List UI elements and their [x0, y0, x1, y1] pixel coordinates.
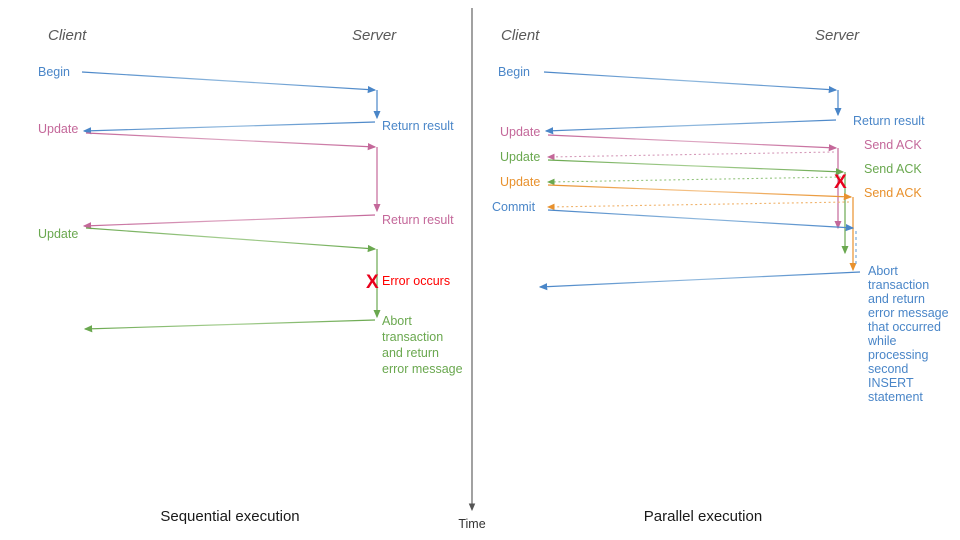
- left-client-lane-title: Client: [48, 27, 87, 44]
- right-abort-line-7: second: [868, 362, 908, 376]
- left-client-msg-2: Update: [38, 227, 78, 241]
- right-abort-line-9: statement: [868, 390, 923, 404]
- right-client-msg-2: Update: [500, 150, 540, 164]
- right-flow-commit: [538, 209, 861, 291]
- right-panel: Client Server: [492, 27, 949, 525]
- left-error-label: Error occurs: [382, 274, 450, 288]
- time-axis-label: Time: [458, 517, 485, 531]
- left-abort-line-1: transaction: [382, 330, 443, 344]
- right-abort-line-6: processing: [868, 348, 928, 362]
- left-server-lane-title: Server: [352, 27, 397, 44]
- right-server-msg-3: Send ACK: [864, 186, 922, 200]
- right-abort-line-3: error message: [868, 306, 949, 320]
- right-client-msg-3: Update: [500, 175, 540, 189]
- left-flow-begin: [81, 71, 381, 135]
- right-client-msg-1: Update: [500, 125, 540, 139]
- right-abort-line-2: and return: [868, 292, 925, 306]
- left-panel-caption: Sequential execution: [160, 508, 299, 525]
- right-abort-line-4: that occurred: [868, 320, 941, 334]
- right-server-msg-1: Send ACK: [864, 138, 922, 152]
- right-flow-update-green: [546, 159, 849, 255]
- right-flow-begin: [543, 71, 842, 135]
- left-error-x-icon: X: [366, 272, 379, 293]
- right-panel-caption: Parallel execution: [644, 508, 762, 525]
- right-client-msg-0: Begin: [498, 65, 530, 79]
- right-server-msg-2: Send ACK: [864, 162, 922, 176]
- left-panel: Client Server Begin Update Update Return…: [38, 27, 463, 525]
- right-client-lane-title: Client: [501, 27, 540, 44]
- right-flow-update-orange: [546, 184, 857, 272]
- left-abort-line-0: Abort: [382, 314, 412, 328]
- right-abort-line-1: transaction: [868, 278, 929, 292]
- right-client-msg-4: Commit: [492, 200, 536, 214]
- left-flow-update-2: [83, 227, 381, 333]
- left-server-msg-1: Return result: [382, 213, 454, 227]
- right-abort-message: Abort transaction and return error messa…: [867, 264, 949, 404]
- right-abort-line-0: Abort: [868, 264, 898, 278]
- right-error-x-icon: X: [834, 172, 847, 193]
- left-server-msg-0: Return result: [382, 119, 454, 133]
- left-flow-update-1: [82, 132, 381, 230]
- right-abort-line-8: INSERT: [868, 376, 914, 390]
- left-abort-line-2: and return: [382, 346, 439, 360]
- left-abort-line-3: error message: [382, 362, 463, 376]
- right-server-msg-0: Return result: [853, 114, 925, 128]
- left-client-msg-1: Update: [38, 122, 78, 136]
- left-abort-message: Abort transaction and return error messa…: [382, 314, 463, 376]
- right-flow-update-pink: [546, 134, 842, 230]
- right-server-lane-title: Server: [815, 27, 860, 44]
- right-abort-line-5: while: [867, 334, 897, 348]
- left-client-msg-0: Begin: [38, 65, 70, 79]
